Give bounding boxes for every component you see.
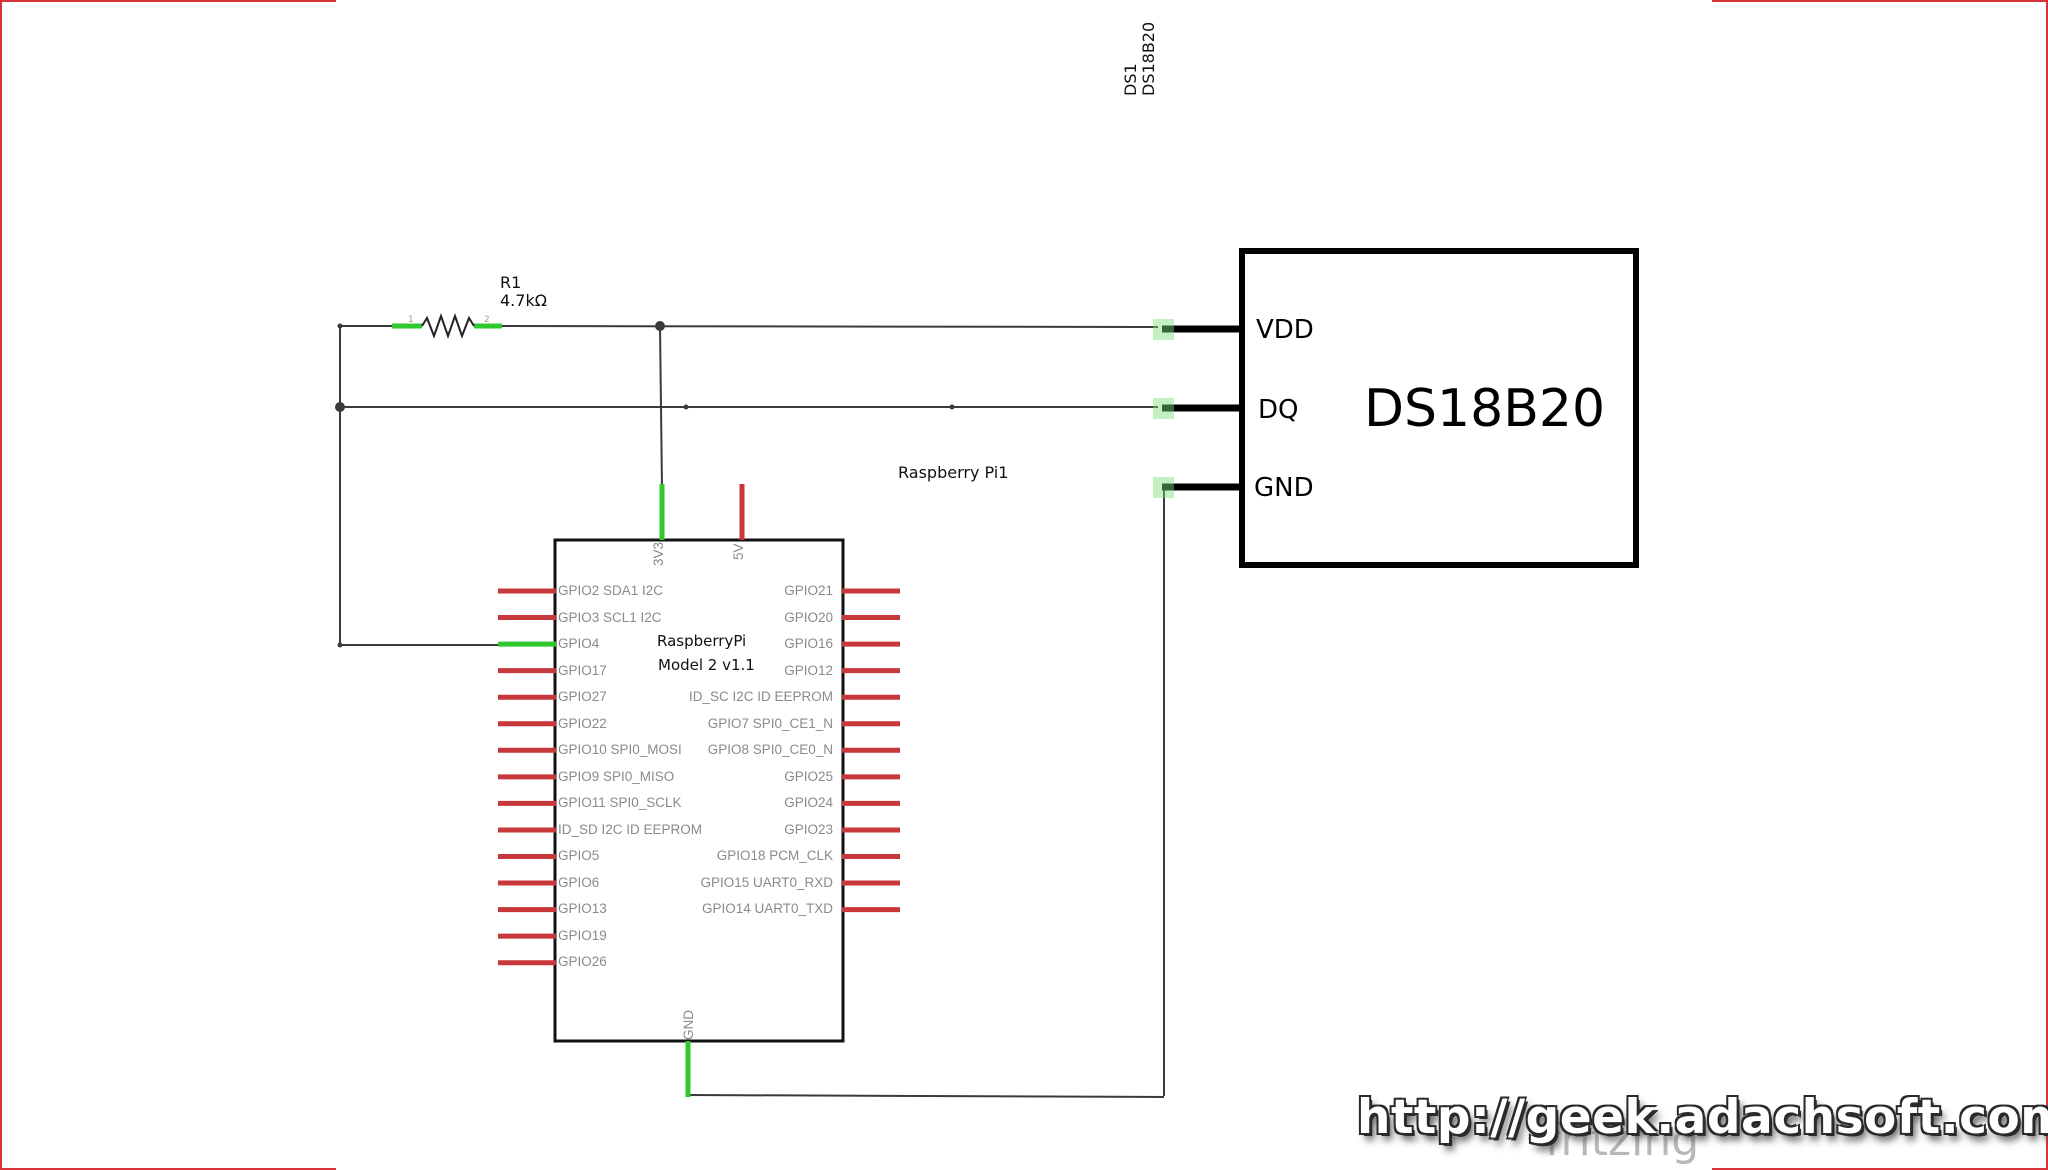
pin-right-label: GPIO20 (784, 610, 833, 625)
pin-gnd-label: GND (681, 1010, 696, 1040)
sensor-pin-gnd-label: GND (1254, 473, 1314, 503)
pin-right-label: GPIO21 (784, 583, 833, 598)
pin-right-label: GPIO25 (784, 769, 833, 784)
pin-left-label: GPIO5 (558, 848, 599, 863)
pin-left-label: GPIO26 (558, 954, 607, 969)
right-pins[interactable] (842, 588, 900, 913)
pin-left-label: ID_SD I2C ID EEPROM (558, 822, 702, 837)
pin-5v-label: 5V (731, 543, 746, 560)
pin-3v3-label: 3V3 (651, 542, 666, 566)
pin-left-label: GPIO27 (558, 689, 607, 704)
left-pins[interactable] (498, 588, 556, 966)
pin-right-label: GPIO23 (784, 822, 833, 837)
sensor-vdd-connector[interactable] (1153, 319, 1174, 340)
sensor-part-label: DS18B20 (1139, 22, 1158, 96)
pin-right-label: GPIO8 SPI0_CE0_N (708, 742, 833, 757)
pin-left-label: GPIO17 (558, 663, 607, 678)
pin-left-label: GPIO6 (558, 875, 599, 890)
resistor-ref-label: R1 (500, 273, 521, 292)
watermark-url: http://geek.adachsoft.com (1357, 1090, 2048, 1145)
resistor-value-label: 4.7kΩ (500, 291, 547, 310)
pin-right-label: ID_SC I2C ID EEPROM (689, 689, 833, 704)
pin-left-label: GPIO10 SPI0_MOSI (558, 742, 682, 757)
raspberry-ref-label: Raspberry Pi1 (898, 463, 1008, 482)
pin-left-label: GPIO9 SPI0_MISO (558, 769, 674, 784)
pin-right-label: GPIO14 UART0_TXD (702, 901, 833, 916)
resistor-pin1-label: 1 (408, 315, 414, 325)
pin-left-label: GPIO22 (558, 716, 607, 731)
sensor-dq-connector[interactable] (1153, 398, 1174, 419)
pin-right-label: GPIO16 (784, 636, 833, 651)
sensor-gnd-connector[interactable] (1153, 477, 1174, 498)
sensor-body-label: DS18B20 (1364, 379, 1605, 439)
pin-left-label: GPIO3 SCL1 I2C (558, 610, 662, 625)
pin-right-label: GPIO24 (784, 795, 833, 810)
pin-left-label: GPIO2 SDA1 I2C (558, 583, 663, 598)
pin-left-label: GPIO11 SPI0_SCLK (558, 795, 682, 810)
resistor-r1[interactable]: 1 2 R1 4.7kΩ (392, 273, 547, 340)
sensor-ref-label: DS1 (1121, 63, 1140, 96)
wires (335, 321, 1165, 1098)
sensor-body (1239, 248, 1639, 568)
pin-right-label: GPIO15 UART0_RXD (700, 875, 833, 890)
fritzing-logo: fritzing (1545, 1115, 1700, 1166)
sensor-pin-vdd-label: VDD (1256, 315, 1314, 345)
pin-left-label: GPIO19 (558, 928, 607, 943)
pin-left-label: GPIO4 (558, 636, 600, 651)
pin-left-label: GPIO13 (558, 901, 607, 916)
pin-right-label: GPIO12 (784, 663, 833, 678)
raspberry-body (553, 538, 845, 1043)
ds18b20-sensor[interactable]: VDD DQ GND DS18B20 DS1 DS18B20 (1121, 22, 1639, 568)
sensor-pin-dq-label: DQ (1258, 395, 1299, 425)
resistor-pin2-label: 2 (484, 315, 490, 325)
raspberry-title-line2: Model 2 v1.1 (658, 656, 755, 674)
pin-right-label: GPIO18 PCM_CLK (717, 848, 833, 863)
pin-right-label: GPIO7 SPI0_CE1_N (708, 716, 833, 731)
raspberry-title-line1: RaspberryPi (657, 632, 746, 650)
raspberry-pi[interactable]: Raspberry Pi1 RaspberryPi Model 2 v1.1 3… (498, 463, 1008, 1097)
